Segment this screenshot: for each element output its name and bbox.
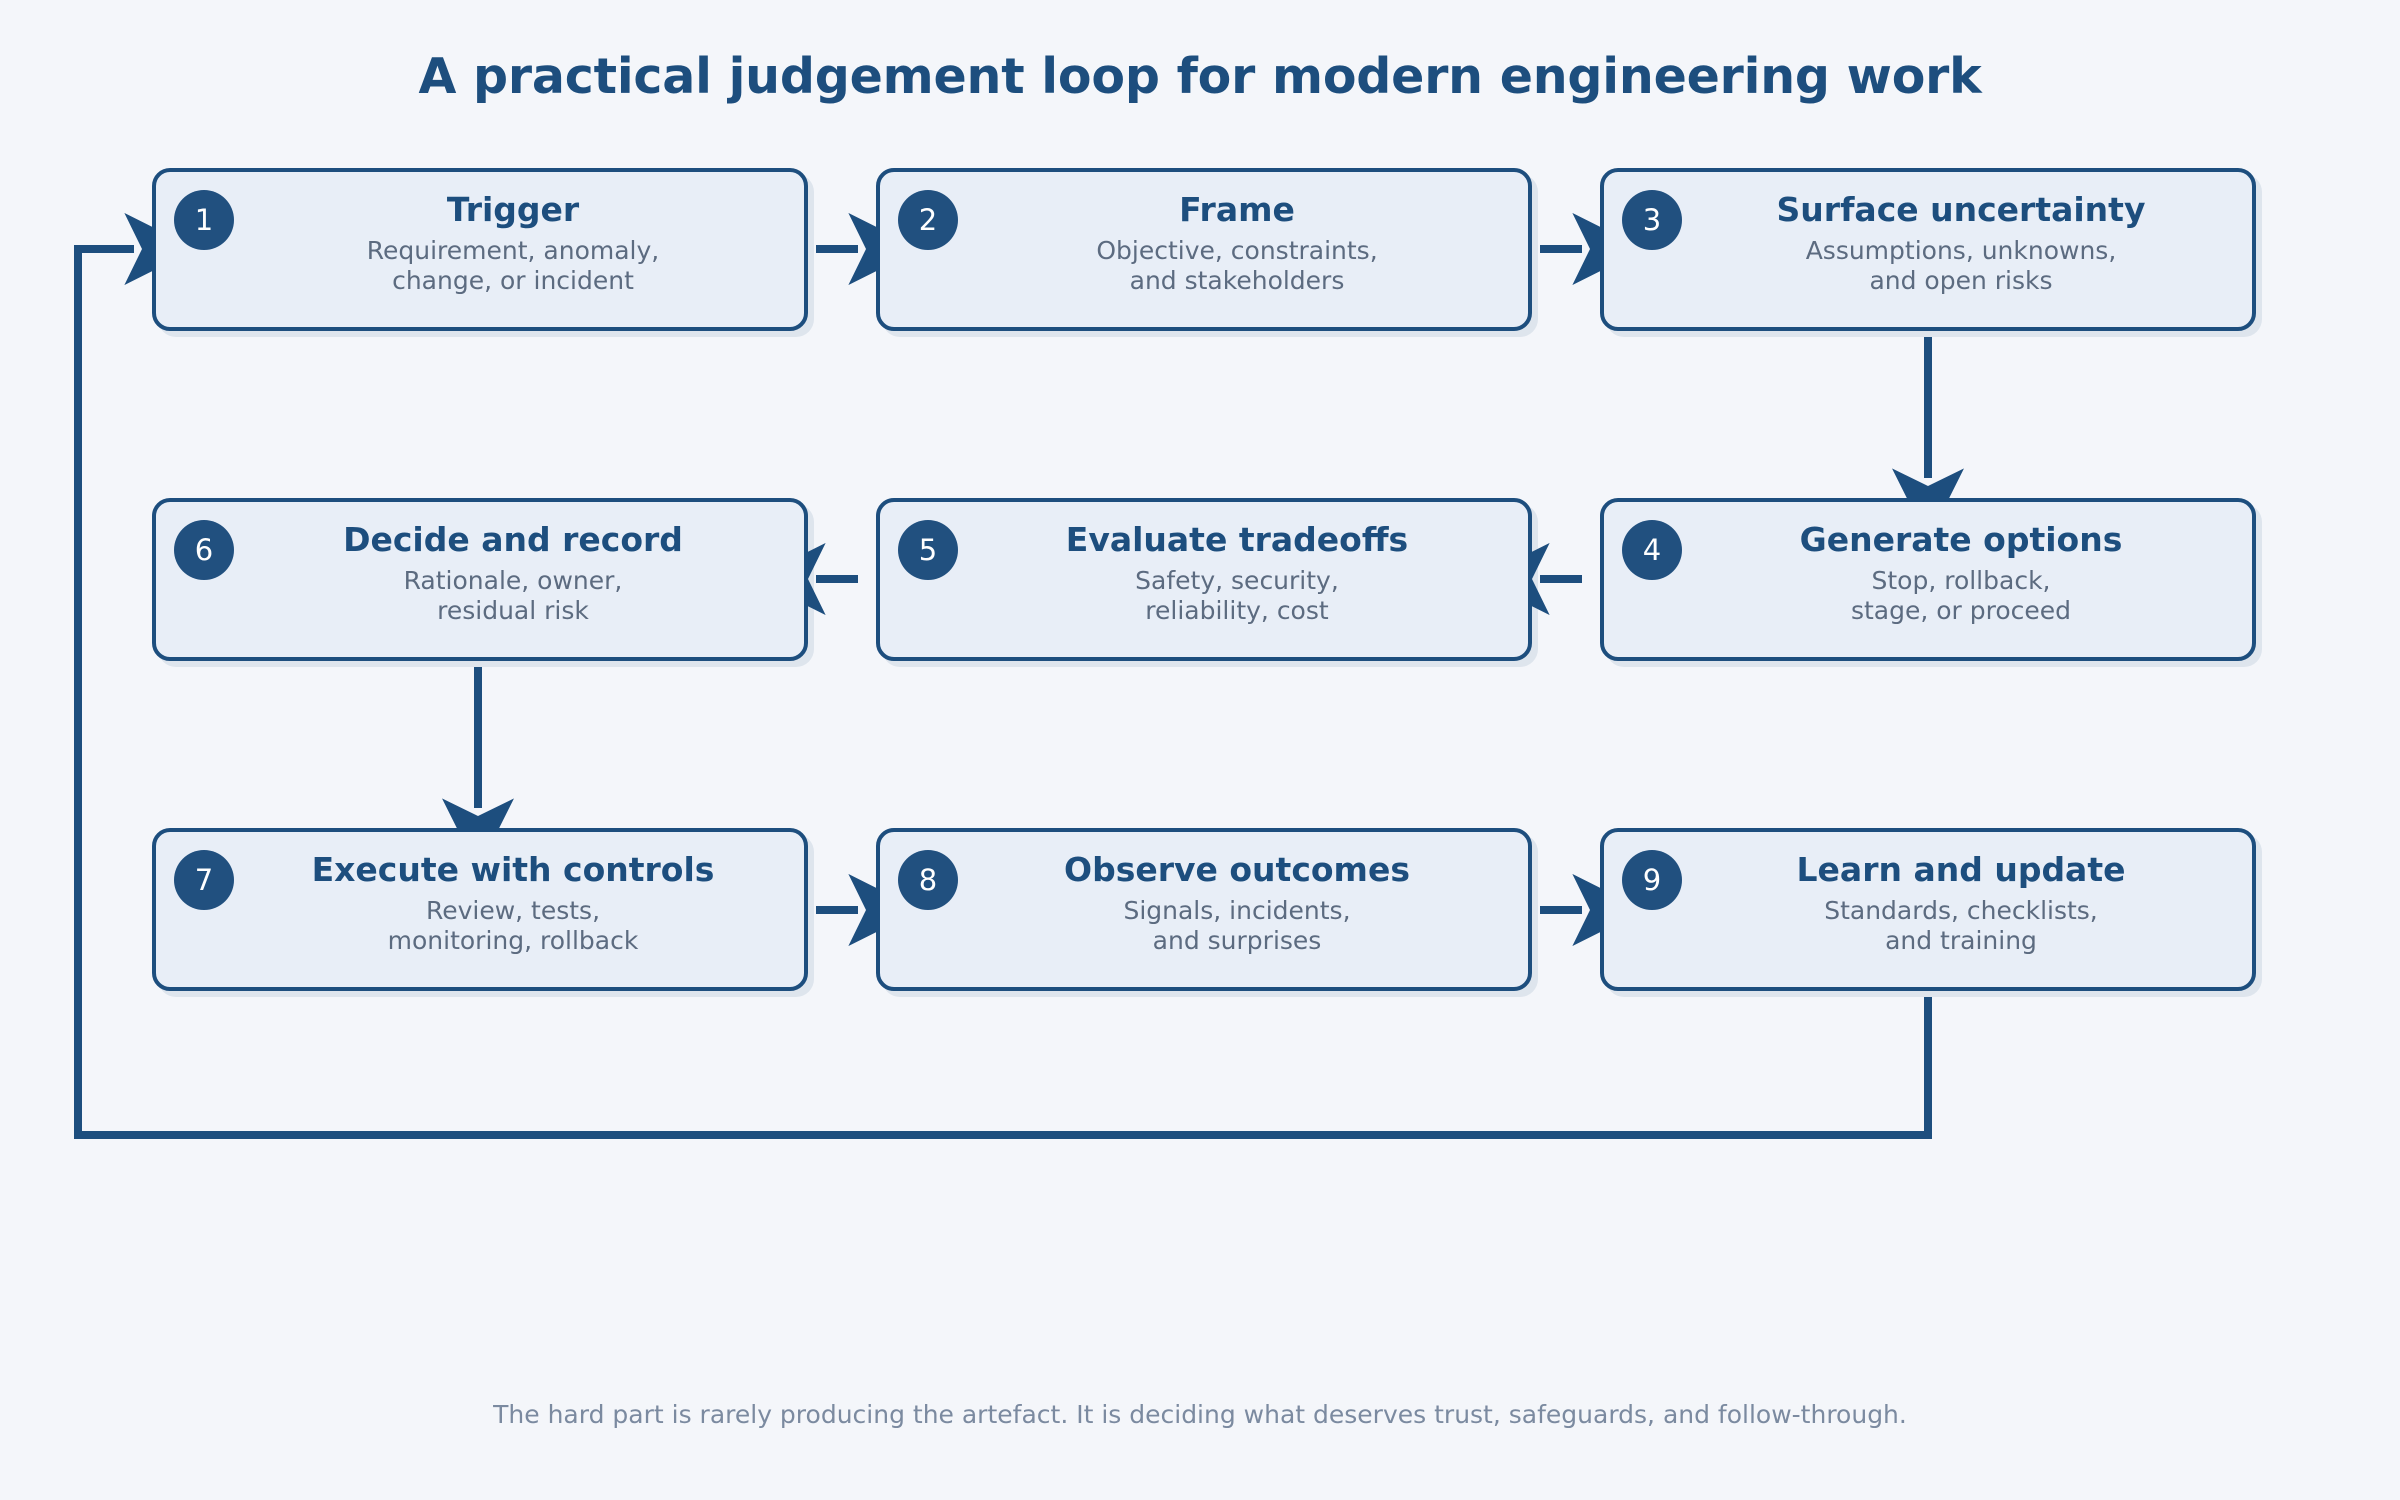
step-box-4[interactable]: 4 Generate options Stop, rollback, stage… bbox=[1600, 498, 2256, 661]
connector-9-to-1-feedback-loop bbox=[74, 213, 1932, 1139]
step-badge-7: 7 bbox=[174, 850, 234, 910]
step-box-8[interactable]: 8 Observe outcomes Signals, incidents, a… bbox=[876, 828, 1532, 991]
step-badge-2: 2 bbox=[898, 190, 958, 250]
step-title-9: Learn and update bbox=[1796, 850, 2126, 889]
step-badge-4: 4 bbox=[1622, 520, 1682, 580]
step-subtitle-8: Signals, incidents, and surprises bbox=[1123, 895, 1351, 956]
step-title-8: Observe outcomes bbox=[1064, 850, 1410, 889]
step-subtitle-6: Rationale, owner, residual risk bbox=[403, 565, 623, 626]
step-box-1[interactable]: 1 Trigger Requirement, anomaly, change, … bbox=[152, 168, 808, 331]
step-subtitle-3: Assumptions, unknowns, and open risks bbox=[1805, 235, 2117, 296]
step-subtitle-1: Requirement, anomaly, change, or inciden… bbox=[366, 235, 660, 296]
step-subtitle-4: Stop, rollback, stage, or proceed bbox=[1850, 565, 2072, 626]
step-badge-6: 6 bbox=[174, 520, 234, 580]
step-title-7: Execute with controls bbox=[311, 850, 715, 889]
step-box-3[interactable]: 3 Surface uncertainty Assumptions, unkno… bbox=[1600, 168, 2256, 331]
step-badge-1: 1 bbox=[174, 190, 234, 250]
step-title-6: Decide and record bbox=[343, 520, 683, 559]
step-text-3: Surface uncertainty Assumptions, unknown… bbox=[1688, 190, 2234, 297]
step-badge-9: 9 bbox=[1622, 850, 1682, 910]
step-title-5: Evaluate tradeoffs bbox=[1065, 520, 1409, 559]
step-box-9[interactable]: 9 Learn and update Standards, checklists… bbox=[1600, 828, 2256, 991]
step-badge-5: 5 bbox=[898, 520, 958, 580]
step-text-1: Trigger Requirement, anomaly, change, or… bbox=[240, 190, 786, 297]
step-badge-3: 3 bbox=[1622, 190, 1682, 250]
step-text-6: Decide and record Rationale, owner, resi… bbox=[240, 520, 786, 627]
step-box-7[interactable]: 7 Execute with controls Review, tests, m… bbox=[152, 828, 808, 991]
step-text-2: Frame Objective, constraints, and stakeh… bbox=[964, 190, 1510, 297]
step-text-5: Evaluate tradeoffs Safety, security, rel… bbox=[964, 520, 1510, 627]
step-text-8: Observe outcomes Signals, incidents, and… bbox=[964, 850, 1510, 957]
step-box-2[interactable]: 2 Frame Objective, constraints, and stak… bbox=[876, 168, 1532, 331]
step-title-3: Surface uncertainty bbox=[1776, 190, 2146, 229]
step-subtitle-9: Standards, checklists, and training bbox=[1824, 895, 2098, 956]
step-subtitle-7: Review, tests, monitoring, rollback bbox=[387, 895, 639, 956]
step-text-7: Execute with controls Review, tests, mon… bbox=[240, 850, 786, 957]
step-title-4: Generate options bbox=[1799, 520, 2123, 559]
step-title-2: Frame bbox=[1179, 190, 1295, 229]
step-box-6[interactable]: 6 Decide and record Rationale, owner, re… bbox=[152, 498, 808, 661]
step-subtitle-5: Safety, security, reliability, cost bbox=[1135, 565, 1339, 626]
footer-caption: The hard part is rarely producing the ar… bbox=[493, 1400, 1907, 1429]
step-subtitle-2: Objective, constraints, and stakeholders bbox=[1096, 235, 1378, 296]
step-text-4: Generate options Stop, rollback, stage, … bbox=[1688, 520, 2234, 627]
step-badge-8: 8 bbox=[898, 850, 958, 910]
step-text-9: Learn and update Standards, checklists, … bbox=[1688, 850, 2234, 957]
step-title-1: Trigger bbox=[446, 190, 580, 229]
step-box-5[interactable]: 5 Evaluate tradeoffs Safety, security, r… bbox=[876, 498, 1532, 661]
page-title: A practical judgement loop for modern en… bbox=[418, 48, 1982, 105]
